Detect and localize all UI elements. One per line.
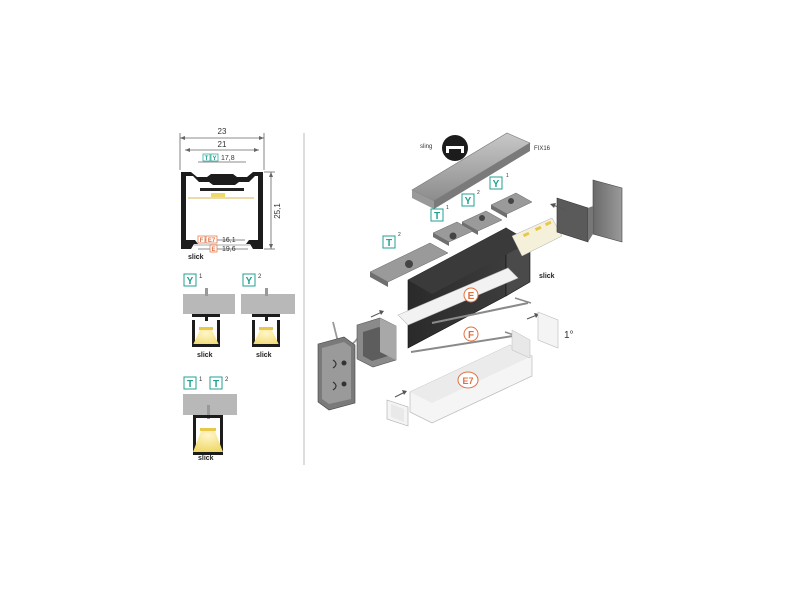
clip-t2-sup: 2 [398, 232, 401, 238]
diffuser-e: E [397, 267, 519, 326]
variant-y2-sup: 2 [258, 274, 262, 280]
dim-height: 25,1 [273, 203, 282, 219]
variant-t: T 1 T 2 slick [183, 376, 237, 462]
code-f-small: F [200, 238, 204, 244]
slick-label-y1: slick [197, 352, 213, 359]
fix16-label: FIX16 [534, 146, 551, 152]
clip-y1-code: Y [493, 179, 500, 190]
diffuser-e-code: E [468, 291, 475, 302]
clip-y1: Y 1 [489, 173, 533, 218]
dim-inner-short: 17,8 [221, 155, 235, 162]
variant-t1-sup: 1 [199, 377, 203, 383]
variant-t2-sup: 2 [225, 377, 229, 383]
code-t-small: T [205, 156, 209, 162]
profile-body: slick [407, 217, 563, 349]
diffuser-f-code: F [468, 330, 474, 341]
variant-t1-code: T [187, 379, 193, 390]
end-cap-clear: 1° [537, 311, 574, 349]
slick-label-t: slick [198, 455, 214, 462]
clip-t1-sup: 1 [446, 205, 449, 211]
ceiling-block [183, 294, 235, 314]
end-cap-small [386, 390, 409, 427]
clip-y2-sup: 2 [477, 190, 480, 196]
slick-label-y2: slick [256, 352, 272, 359]
code-e-small: E [211, 247, 215, 253]
variant-y1-code: Y [187, 276, 194, 287]
clip-y2: Y 2 [461, 190, 503, 235]
ceiling-block [241, 294, 295, 314]
variant-y1-sup: 1 [199, 274, 203, 280]
dim-a: 16,1 [222, 237, 236, 244]
dim-b: 19,6 [222, 246, 236, 253]
clip-t1: T 1 [430, 205, 474, 246]
cross-section: 23 21 T Y 17,8 25,1 F E7 16,1 E 19,6 [179, 127, 282, 261]
code-y-small: Y [212, 156, 216, 162]
variant-t2-code: T [213, 379, 219, 390]
diffuser-f: F [463, 326, 479, 342]
clip-t2: T 2 [369, 232, 449, 287]
variant-y1: Y 1 slick [183, 273, 235, 359]
dim-outer-width: 23 [218, 127, 227, 136]
one-degree-label: 1° [564, 330, 574, 341]
dim-inner-width: 21 [218, 140, 227, 149]
end-cap-inner [356, 317, 397, 368]
clip-y1-sup: 1 [506, 173, 509, 179]
slick-label-section: slick [188, 254, 204, 261]
slick-label-body: slick [539, 273, 555, 280]
clip-t2-code: T [386, 238, 392, 249]
diffuser-e7: E7 [409, 329, 533, 424]
fix16-assembly: sling FIX16 [411, 132, 551, 209]
variant-y2-code: Y [246, 276, 253, 287]
ceiling-block [183, 394, 237, 415]
variant-y2: Y 2 slick [241, 273, 295, 359]
diffuser-e7-code: E7 [462, 376, 473, 386]
code-e7-small: E7 [208, 238, 216, 244]
clip-t1-code: T [434, 211, 440, 222]
profile-section [181, 172, 263, 249]
clip-y2-code: Y [465, 196, 472, 207]
end-plate-left [317, 336, 356, 411]
end-cap-right [550, 179, 623, 243]
sling-label: sling [420, 144, 432, 150]
